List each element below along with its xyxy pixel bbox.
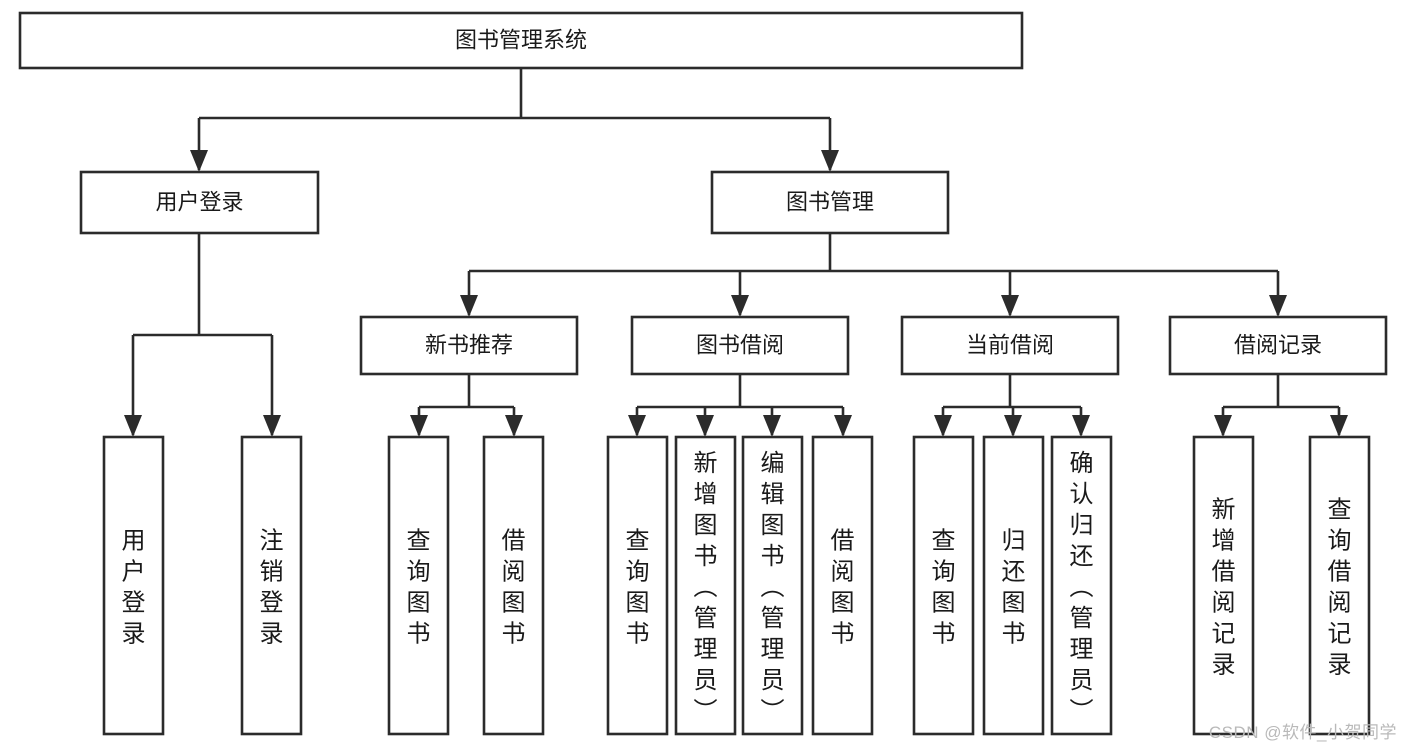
arrow-head-icon	[731, 295, 749, 317]
node-box-leaf-query-borrow-record	[1308, 435, 1371, 736]
node-leaf-borrow-book[interactable]: 借阅图书	[811, 435, 874, 736]
node-label-leaf-user-login: 用户登录	[122, 527, 146, 647]
arrow-head-icon	[934, 415, 952, 437]
node-label-leaf-borrow-book: 借阅图书	[831, 527, 855, 647]
node-label-leaf-borrow-book-recommend: 借阅图书	[502, 527, 526, 647]
node-box-leaf-borrow-book-recommend	[482, 435, 545, 736]
node-label-root: 图书管理系统	[455, 27, 587, 52]
node-box-leaf-query-book-recommend	[387, 435, 450, 736]
node-label-leaf-confirm-return-admin: 确认归还︵管理员︶	[1070, 450, 1094, 725]
arrow-head-icon	[628, 415, 646, 437]
node-label-leaf-add-borrow-record: 新增借阅记录	[1212, 496, 1236, 678]
node-leaf-user-login[interactable]: 用户登录	[102, 435, 165, 736]
arrow-head-icon	[1072, 415, 1090, 437]
node-borrow-records[interactable]: 借阅记录	[1168, 315, 1388, 376]
node-box-leaf-add-borrow-record	[1192, 435, 1255, 736]
arrow-head-icon	[763, 415, 781, 437]
node-root[interactable]: 图书管理系统	[18, 11, 1024, 70]
arrow-head-icon	[505, 415, 523, 437]
arrow-head-icon	[696, 415, 714, 437]
node-label-leaf-add-book-admin: 新增图书︵管理员︶	[694, 450, 718, 725]
node-box-leaf-query-book-borrow	[606, 435, 669, 736]
node-leaf-add-borrow-record[interactable]: 新增借阅记录	[1192, 435, 1255, 736]
arrow-head-icon	[834, 415, 852, 437]
node-leaf-query-borrow-record[interactable]: 查询借阅记录	[1308, 435, 1371, 736]
node-label-book-borrow: 图书借阅	[696, 332, 784, 357]
node-book-management[interactable]: 图书管理	[710, 170, 950, 235]
node-label-leaf-edit-book-admin: 编辑图书︵管理员︶	[761, 450, 785, 725]
node-box-leaf-user-login	[102, 435, 165, 736]
node-label-leaf-return-book: 归还图书	[1002, 527, 1026, 647]
node-label-leaf-query-book-borrow: 查询图书	[626, 527, 650, 647]
csdn-watermark: CSDN @软件_小贺同学	[1208, 723, 1397, 742]
node-label-leaf-query-book-current: 查询图书	[932, 527, 956, 647]
arrow-head-icon	[1269, 295, 1287, 317]
node-box-leaf-query-book-current	[912, 435, 975, 736]
node-leaf-query-book-recommend[interactable]: 查询图书	[387, 435, 450, 736]
node-label-user-login: 用户登录	[155, 189, 243, 214]
node-user-login[interactable]: 用户登录	[79, 170, 320, 235]
node-leaf-edit-book-admin[interactable]: 编辑图书︵管理员︶	[741, 435, 804, 736]
node-book-borrow[interactable]: 图书借阅	[630, 315, 850, 376]
node-label-leaf-query-borrow-record: 查询借阅记录	[1328, 496, 1352, 678]
arrow-head-icon	[1004, 415, 1022, 437]
node-leaf-add-book-admin[interactable]: 新增图书︵管理员︶	[674, 435, 737, 736]
arrow-head-icon	[190, 150, 208, 172]
node-leaf-confirm-return-admin[interactable]: 确认归还︵管理员︶	[1050, 435, 1113, 736]
node-box-book-borrow	[630, 315, 850, 376]
node-leaf-user-logout[interactable]: 注销登录	[240, 435, 303, 736]
node-leaf-return-book[interactable]: 归还图书	[982, 435, 1045, 736]
node-box-book-management	[710, 170, 950, 235]
node-box-leaf-add-book-admin	[674, 435, 737, 736]
node-box-user-login	[79, 170, 320, 235]
node-box-leaf-confirm-return-admin	[1050, 435, 1113, 736]
node-layer: 图书管理系统用户登录图书管理新书推荐图书借阅当前借阅借阅记录用户登录注销登录查询…	[18, 11, 1388, 736]
node-label-current-borrow: 当前借阅	[966, 332, 1054, 357]
arrow-head-icon	[460, 295, 478, 317]
node-leaf-borrow-book-recommend[interactable]: 借阅图书	[482, 435, 545, 736]
node-label-leaf-user-logout: 注销登录	[260, 527, 284, 647]
node-box-new-book-recommend	[359, 315, 579, 376]
node-label-new-book-recommend: 新书推荐	[425, 332, 513, 357]
node-label-borrow-records: 借阅记录	[1234, 332, 1322, 357]
node-box-root	[18, 11, 1024, 70]
node-leaf-query-book-current[interactable]: 查询图书	[912, 435, 975, 736]
arrow-head-icon	[1330, 415, 1348, 437]
arrow-head-icon	[263, 415, 281, 437]
node-box-leaf-return-book	[982, 435, 1045, 736]
arrow-head-icon	[124, 415, 142, 437]
node-box-leaf-edit-book-admin	[741, 435, 804, 736]
node-leaf-query-book-borrow[interactable]: 查询图书	[606, 435, 669, 736]
arrow-head-icon	[410, 415, 428, 437]
node-label-book-management: 图书管理	[786, 189, 874, 214]
arrow-head-icon	[1214, 415, 1232, 437]
node-label-leaf-query-book-recommend: 查询图书	[407, 527, 431, 647]
connector-layer	[124, 68, 1348, 437]
arrow-head-icon	[1001, 295, 1019, 317]
node-new-book-recommend[interactable]: 新书推荐	[359, 315, 579, 376]
node-box-leaf-user-logout	[240, 435, 303, 736]
node-current-borrow[interactable]: 当前借阅	[900, 315, 1120, 376]
node-box-current-borrow	[900, 315, 1120, 376]
node-box-borrow-records	[1168, 315, 1388, 376]
node-box-leaf-borrow-book	[811, 435, 874, 736]
arrow-head-icon	[821, 150, 839, 172]
